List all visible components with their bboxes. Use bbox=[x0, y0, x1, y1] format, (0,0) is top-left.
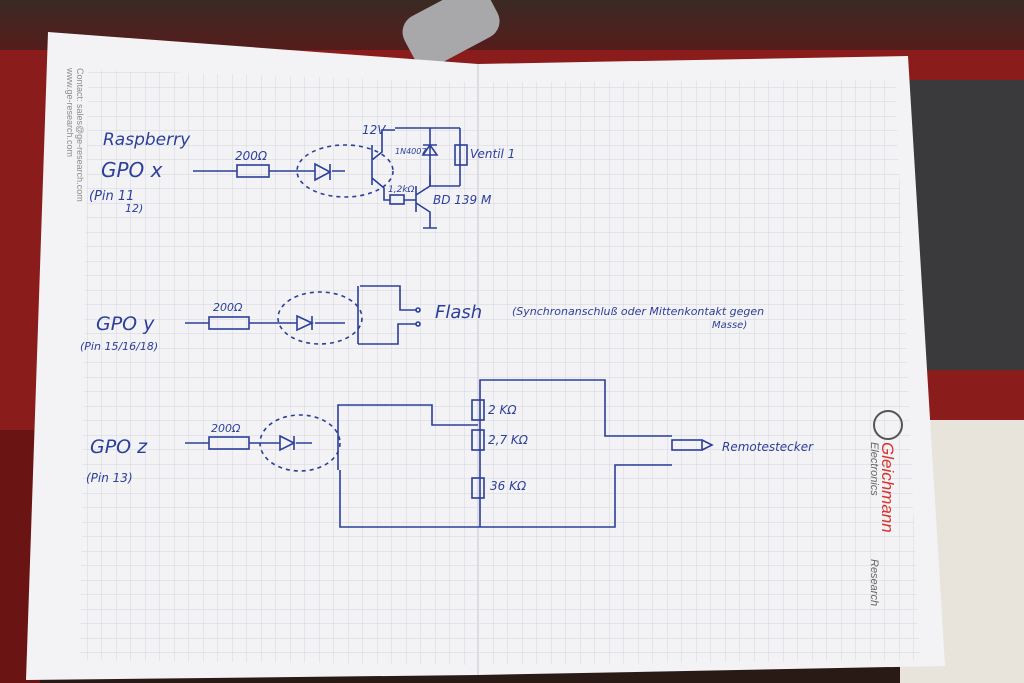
resistor-y-label: 200Ω bbox=[213, 301, 243, 314]
gpo-x-label: GPO x bbox=[101, 158, 163, 182]
pin-x-label-2: 12) bbox=[125, 202, 143, 215]
contact-sidebar: Contact: sales@ge-research.com www.ge-re… bbox=[65, 67, 85, 202]
logo-research: Research bbox=[868, 559, 880, 606]
raspberry-label: Raspberry bbox=[103, 130, 191, 150]
flash-label: Flash bbox=[435, 302, 482, 323]
contact-email: Contact: sales@ge-research.com bbox=[75, 68, 85, 202]
gpo-y-label: GPO y bbox=[96, 313, 155, 335]
logo-electronics: Electronics bbox=[868, 442, 880, 496]
pin-y-label: (Pin 15/16/18) bbox=[80, 340, 158, 353]
gpo-z-label: GPO z bbox=[90, 436, 148, 458]
supply-label: 12V bbox=[362, 123, 386, 137]
gleichmann-logo: Gleichmann Electronics Research bbox=[868, 410, 903, 606]
resistor-2-7k-label: 2,7 KΩ bbox=[488, 433, 529, 447]
logo-name: Gleichmann bbox=[878, 442, 897, 533]
resistor-z-label: 200Ω bbox=[211, 422, 241, 435]
graph-grid bbox=[80, 70, 920, 665]
remotestecker-label: Remotestecker bbox=[722, 440, 814, 454]
synth-control-panel bbox=[905, 80, 1024, 370]
resistor-36k-label: 36 KΩ bbox=[490, 479, 527, 493]
pin-z-label: (Pin 13) bbox=[86, 471, 133, 485]
pin-x-label: (Pin 11 bbox=[89, 189, 134, 204]
base-resistor-label: 1,2kΩ bbox=[388, 185, 415, 195]
circuit-lines bbox=[185, 127, 714, 528]
contact-web: www.ge-research.com bbox=[65, 67, 75, 157]
flash-note: (Synchronanschluß oder Mittenkontakt geg… bbox=[512, 305, 764, 318]
resistor-2k-label: 2 KΩ bbox=[488, 403, 517, 417]
logo-emblem-icon bbox=[873, 410, 903, 440]
ventil-label: Ventil 1 bbox=[470, 147, 515, 161]
pen bbox=[402, 0, 500, 67]
transistor-label: BD 139 M bbox=[433, 193, 492, 207]
diode-label: 1N4007 bbox=[395, 147, 427, 156]
flash-note-2: Masse) bbox=[712, 320, 747, 331]
resistor-x-label: 200Ω bbox=[235, 149, 268, 163]
